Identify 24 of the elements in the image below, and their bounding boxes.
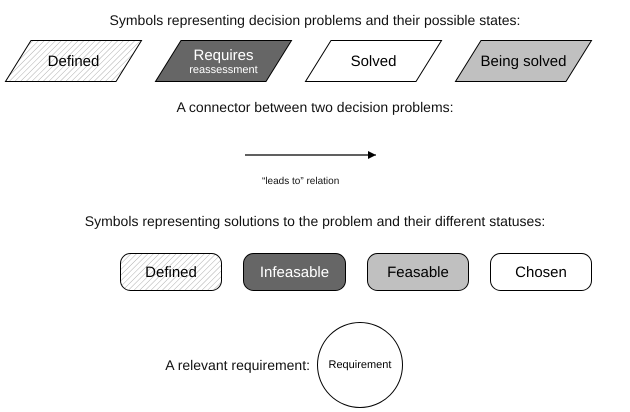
caption-text: “leads to” relation (262, 176, 340, 187)
requirement-circle (317, 322, 403, 408)
solution-rounded-box (120, 253, 222, 291)
solution-rounded-box (243, 253, 346, 291)
solution-rounded-box (490, 253, 592, 291)
node-label: Defined (145, 264, 197, 280)
problem-parallelogram (305, 40, 442, 82)
node-label: Requirement (328, 359, 392, 371)
problem-parallelogram (455, 40, 592, 82)
node-label: Solved (350, 52, 396, 70)
solution-rounded-box (367, 253, 469, 291)
node-label: Feasable (387, 264, 449, 280)
node-label: Infeasable (260, 264, 330, 280)
node-label: Requires (193, 46, 254, 64)
node-label: Being solved (480, 52, 566, 70)
heading-text: A connector between two decision problems: (176, 99, 454, 115)
problem-parallelogram (5, 40, 142, 82)
node-label: reassessment (189, 64, 258, 76)
node-label: Defined (48, 52, 100, 70)
problem-parallelogram (155, 40, 292, 82)
heading-text: Symbols representing decision problems and their possible states: (110, 12, 520, 28)
heading-text: Symbols representing solutions to the problem and their different statuses: (84, 213, 546, 229)
node-label: Chosen (515, 264, 567, 280)
heading-text: A relevant requirement: (165, 357, 310, 373)
